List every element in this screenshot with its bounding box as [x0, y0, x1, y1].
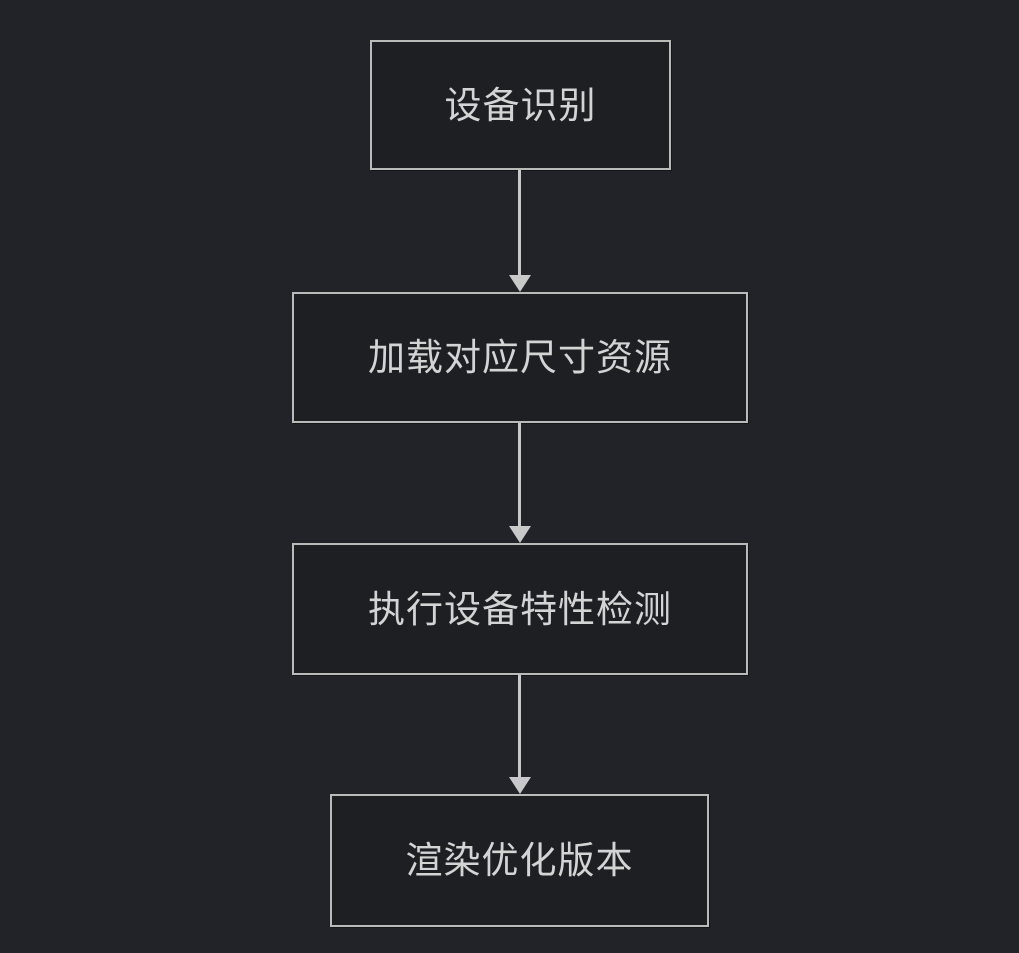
- flow-edge-line: [518, 675, 521, 778]
- flow-node-device-identification: 设备识别: [370, 40, 671, 170]
- flow-edge-line: [518, 423, 521, 527]
- flow-node-render-optimized-version: 渲染优化版本: [330, 794, 709, 927]
- node-label: 执行设备特性检测: [368, 588, 672, 630]
- arrow-down-icon: [509, 275, 531, 292]
- arrow-down-icon: [509, 526, 531, 543]
- flow-edge-line: [518, 170, 521, 276]
- arrow-down-icon: [509, 777, 531, 794]
- flow-node-load-size-assets: 加载对应尺寸资源: [292, 292, 748, 423]
- node-label: 加载对应尺寸资源: [368, 337, 672, 378]
- node-label: 渲染优化版本: [405, 840, 634, 881]
- flow-node-device-feature-detection: 执行设备特性检测: [292, 543, 748, 675]
- node-label: 设备识别: [444, 84, 597, 126]
